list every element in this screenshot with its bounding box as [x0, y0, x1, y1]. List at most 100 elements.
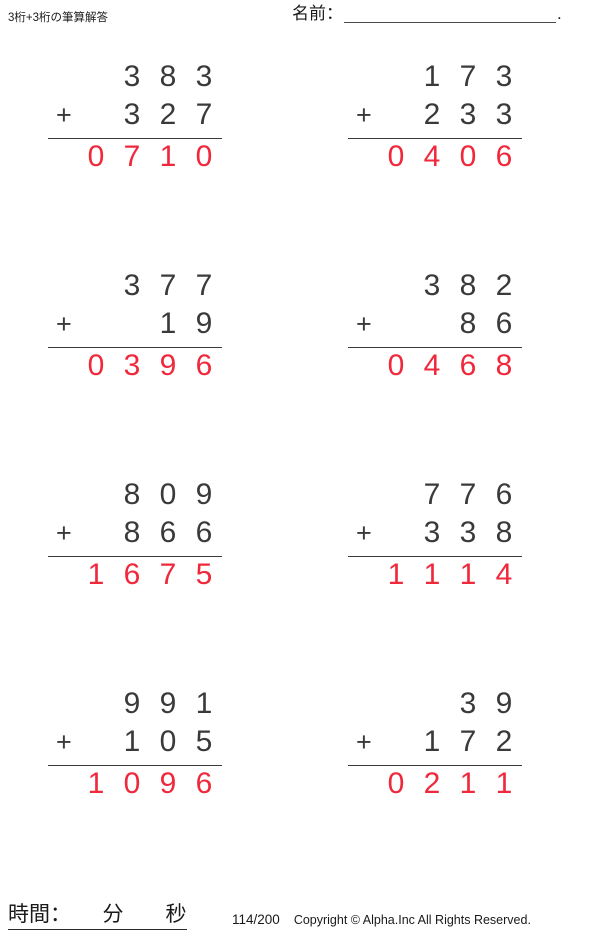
digit-blank: 0: [387, 140, 405, 173]
digit: 3: [459, 98, 477, 131]
digit-blank: 0: [387, 349, 405, 382]
digit: 9: [195, 478, 213, 511]
digit: 1: [87, 767, 105, 800]
digit: 3: [495, 98, 513, 131]
time-field[interactable]: 時間： 分 秒: [8, 902, 187, 930]
plus-operator-icon: +: [356, 518, 372, 548]
digit: 7: [459, 725, 477, 758]
digit: 8: [459, 307, 477, 340]
digit-blank: 0: [378, 476, 414, 514]
digit-blank: 0: [378, 58, 414, 96]
digit: 3: [495, 60, 513, 93]
digit-blank: 0: [378, 723, 414, 761]
digit: 6: [495, 478, 513, 511]
digit: 6: [195, 767, 213, 800]
digit: 2: [495, 269, 513, 302]
worksheet-header: 3桁+3桁の筆算解答 名前： .: [0, 0, 600, 46]
plus-operator-icon: +: [56, 518, 72, 548]
worksheet-footer: 時間： 分 秒 114/200 Copyright © Alpha.Inc Al…: [0, 894, 600, 938]
digit: 6: [495, 140, 513, 173]
digit: 3: [123, 98, 141, 131]
addend-bottom: 0105+: [0, 723, 300, 761]
digit: 8: [159, 60, 177, 93]
digit: 1: [423, 60, 441, 93]
problem-grid: 03830327+071001730233+040603770019+03960…: [0, 52, 600, 888]
digit: 7: [423, 478, 441, 511]
digit: 7: [195, 269, 213, 302]
sum-rule: [48, 765, 222, 766]
digit: 3: [459, 687, 477, 720]
plus-operator-icon: +: [356, 309, 372, 339]
plus-operator-icon: +: [56, 100, 72, 130]
digit: 8: [123, 516, 141, 549]
addend-top: 0991: [0, 685, 300, 723]
digit: 7: [159, 558, 177, 591]
addend-bottom: 0172+: [300, 723, 600, 761]
addend-bottom: 0086+: [300, 305, 600, 343]
digit: 9: [159, 687, 177, 720]
name-field-period: .: [557, 4, 562, 23]
name-field-label: 名前：: [292, 4, 343, 23]
digit-blank: 0: [114, 305, 150, 343]
digit: 3: [123, 349, 141, 382]
digit: 1: [387, 558, 405, 591]
digit: 0: [159, 478, 177, 511]
digit: 0: [159, 725, 177, 758]
digit-blank: 0: [78, 305, 114, 343]
digit: 5: [195, 725, 213, 758]
digit: 6: [495, 307, 513, 340]
digit: 5: [195, 558, 213, 591]
name-input[interactable]: [344, 4, 556, 23]
digit: 1: [423, 725, 441, 758]
addend-bottom: 0327+: [0, 96, 300, 134]
digit: 1: [123, 725, 141, 758]
digit: 6: [159, 516, 177, 549]
digit-blank: 0: [78, 267, 114, 305]
digit: 2: [423, 98, 441, 131]
digit: 1: [159, 140, 177, 173]
page-title: 3桁+3桁の筆算解答: [8, 12, 109, 24]
digit: 8: [495, 349, 513, 382]
digit: 9: [123, 687, 141, 720]
digit: 4: [495, 558, 513, 591]
digit-blank: 0: [378, 267, 414, 305]
sum-rule: [348, 138, 522, 139]
digit-blank: 0: [78, 476, 114, 514]
digit: 1: [87, 558, 105, 591]
digit: 6: [123, 558, 141, 591]
addend-bottom: 0866+: [0, 514, 300, 552]
sum-rule: [48, 347, 222, 348]
digit: 0: [459, 140, 477, 173]
digit: 6: [459, 349, 477, 382]
digit: 1: [423, 558, 441, 591]
copyright-block: 114/200 Copyright © Alpha.Inc All Rights…: [232, 912, 531, 927]
digit: 7: [459, 60, 477, 93]
digit-blank: 0: [78, 514, 114, 552]
digit-blank: 0: [387, 767, 405, 800]
digit: 1: [195, 687, 213, 720]
digit: 3: [423, 269, 441, 302]
digit-blank: 0: [78, 685, 114, 723]
digit: 0: [195, 140, 213, 173]
addend-top: 0776: [300, 476, 600, 514]
